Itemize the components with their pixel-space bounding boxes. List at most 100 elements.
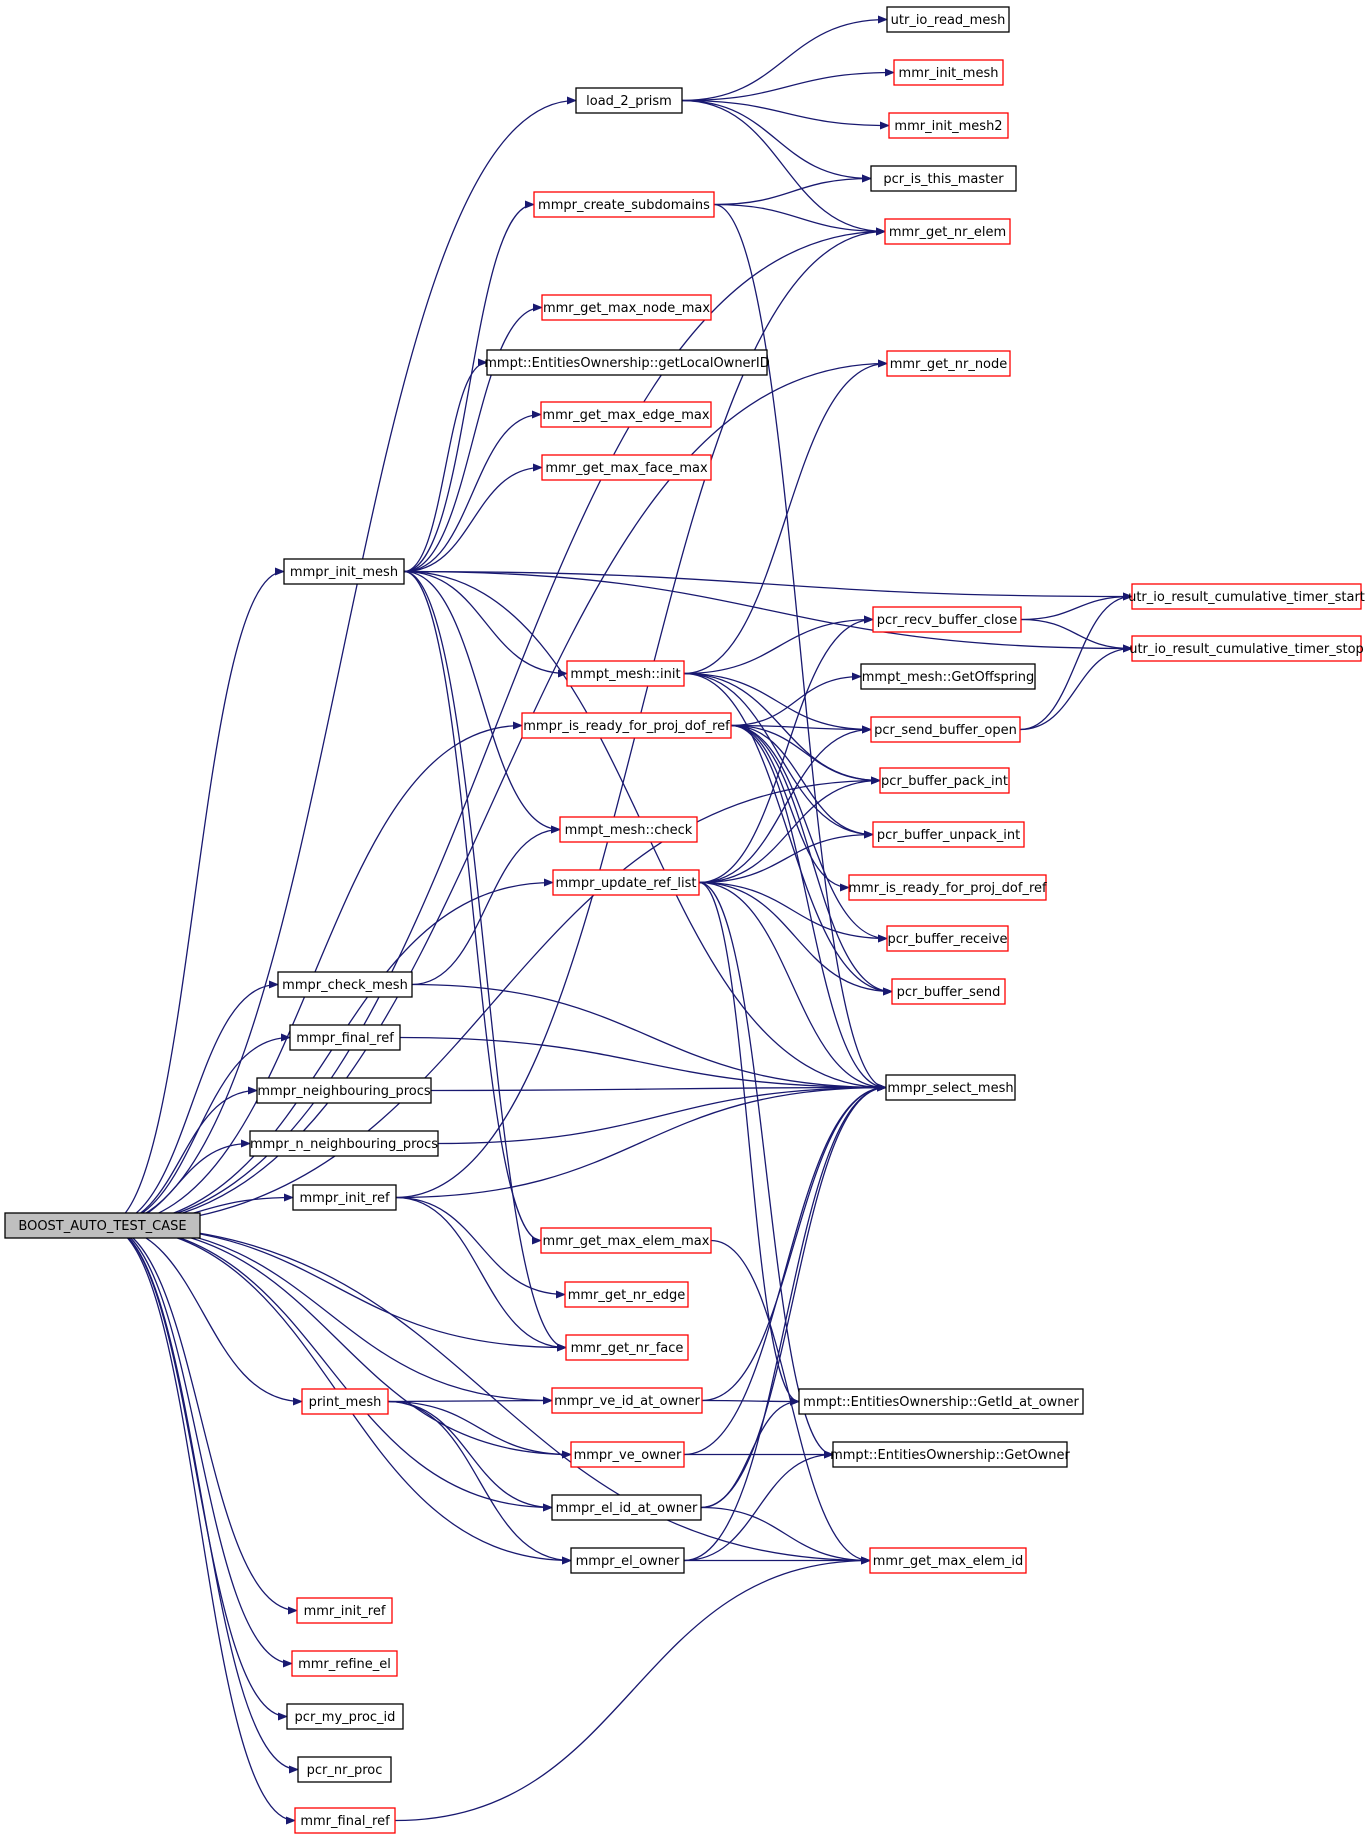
edge-mmpr_is_ready-to-pcr_send_buffer_open	[730, 724, 872, 734]
node-label: mmpt::EntitiesOwnership::GetOwner	[830, 1448, 1070, 1463]
node-box	[566, 660, 685, 687]
function-node[interactable]: mmr_final_ref	[294, 1807, 396, 1834]
function-node[interactable]: mmpr_check_mesh	[277, 971, 413, 998]
edge-load_2_prism-to-pcr_is_this_master	[681, 99, 872, 183]
node-label: mmr_get_nr_edge	[568, 1288, 686, 1303]
function-node[interactable]: load_2_prism	[575, 87, 683, 114]
node-box	[4, 1212, 201, 1239]
node-label: mmr_get_max_elem_id	[873, 1554, 1023, 1569]
function-node[interactable]: mmpr_el_id_at_owner	[551, 1494, 702, 1521]
function-node[interactable]: mmr_init_mesh	[893, 59, 1004, 86]
node-box	[886, 6, 1010, 33]
edge-mmpr_update_ref_list-to-pcr_buffer_pack_int	[698, 776, 881, 884]
node-box	[297, 1756, 392, 1783]
edge-load_2_prism-to-mmr_init_mesh	[681, 68, 895, 102]
edge-mmpr_init_mesh-to-mmr_get_max_elem_max	[403, 570, 542, 1245]
function-node[interactable]: mmr_get_nr_node	[886, 350, 1011, 377]
node-box	[551, 1494, 702, 1521]
edge-print_mesh-to-mmpr_el_owner	[387, 1400, 572, 1565]
function-node[interactable]: mmr_get_max_elem_max	[540, 1227, 712, 1254]
node-label: utr_io_result_cumulative_timer_start	[1128, 590, 1365, 605]
function-node[interactable]: pcr_is_this_master	[870, 165, 1017, 192]
function-node[interactable]: mmpr_create_subdomains	[533, 191, 715, 218]
function-node[interactable]: mmr_get_max_edge_max	[540, 401, 712, 428]
node-label: mmpr_is_ready_for_proj_dof_ref	[523, 719, 730, 734]
function-node[interactable]: print_mesh	[301, 1388, 389, 1415]
function-node[interactable]: pcr_buffer_pack_int	[879, 767, 1010, 794]
edge-pcr_recv_buffer_close-to-utr_timer_start	[1020, 592, 1133, 621]
node-box	[872, 606, 1022, 633]
function-node[interactable]: mmpr_init_mesh	[283, 558, 405, 585]
node-box	[893, 59, 1004, 86]
edge-pcr_send_buffer_open-to-utr_timer_stop	[1019, 644, 1133, 731]
function-node[interactable]: mmpr_ve_owner	[570, 1441, 685, 1468]
node-box	[872, 821, 1025, 848]
function-node[interactable]: pcr_buffer_send	[891, 978, 1006, 1005]
function-node[interactable]: utr_io_result_cumulative_timer_stop	[1129, 635, 1364, 662]
edge-root-to-mmr_refine_el	[104, 1224, 293, 1668]
function-node[interactable]: mmpr_n_neighbouring_procs	[249, 1130, 439, 1157]
function-node[interactable]: utr_io_read_mesh	[886, 6, 1010, 33]
function-node[interactable]: mmr_refine_el	[291, 1650, 398, 1677]
function-node[interactable]: mmr_init_mesh2	[888, 112, 1009, 139]
node-label: mmpr_init_ref	[299, 1191, 390, 1206]
node-box	[565, 1334, 689, 1361]
edge-mmpr_check_mesh-to-mmpr_select_mesh	[411, 983, 887, 1092]
function-node[interactable]: mmpt::EntitiesOwnership::GetId_at_owner	[798, 1388, 1084, 1415]
edge-mmpr_init_ref-to-mmpr_select_mesh	[395, 1083, 887, 1199]
node-box	[575, 87, 683, 114]
function-node[interactable]: mmpr_init_ref	[292, 1184, 397, 1211]
node-box	[885, 1074, 1016, 1101]
edge-mmpr_update_ref_list-to-pcr_buffer_receive	[698, 881, 888, 943]
function-node[interactable]: mmr_get_max_node_max	[541, 294, 712, 321]
root-node[interactable]: BOOST_AUTO_TEST_CASE	[4, 1212, 201, 1239]
function-node[interactable]: mmpr_update_ref_list	[552, 869, 700, 896]
node-label: mmpt::EntitiesOwnership::getLocalOwnerID	[484, 356, 770, 371]
node-box	[1131, 635, 1362, 662]
edge-root-to-mmpr_update_ref_list	[104, 878, 554, 1227]
edge-root-to-pcr_nr_proc	[104, 1224, 299, 1774]
edge-pcr_recv_buffer_close-to-utr_timer_stop	[1020, 618, 1133, 653]
node-label: mmpr_check_mesh	[282, 978, 408, 993]
function-node[interactable]: pcr_buffer_receive	[886, 925, 1009, 952]
function-node[interactable]: mmpt::EntitiesOwnership::GetOwner	[830, 1441, 1071, 1468]
function-node[interactable]: mmr_get_nr_edge	[564, 1281, 689, 1308]
function-node[interactable]: mmr_init_ref	[296, 1597, 393, 1624]
function-node[interactable]: pcr_nr_proc	[297, 1756, 392, 1783]
function-node[interactable]: mmpr_select_mesh	[885, 1074, 1016, 1101]
function-node[interactable]: mmpt::EntitiesOwnership::getLocalOwnerID	[484, 349, 770, 376]
node-box	[860, 663, 1036, 690]
function-node[interactable]: mmpr_final_ref	[289, 1024, 401, 1051]
function-node[interactable]: mmpr_el_owner	[570, 1547, 685, 1574]
node-label: mmpr_ve_id_at_owner	[554, 1394, 700, 1409]
function-node[interactable]: mmpr_is_ready_for_proj_dof_ref	[521, 712, 732, 739]
node-label: mmpr_final_ref	[296, 1031, 394, 1046]
function-node[interactable]: pcr_recv_buffer_close	[872, 606, 1022, 633]
edge-mmpr_init_mesh-to-mmr_get_max_edge_max	[403, 410, 542, 573]
edge-mmpr_is_ready-to-pcr_buffer_unpack_int	[730, 724, 874, 839]
function-node[interactable]: mmpt_mesh::check	[559, 816, 698, 843]
function-node[interactable]: mmpr_neighbouring_procs	[256, 1077, 432, 1104]
function-node[interactable]: mmr_get_nr_elem	[884, 218, 1011, 245]
node-label: mmr_get_nr_elem	[889, 225, 1006, 240]
function-node[interactable]: mmr_get_max_face_max	[541, 454, 712, 481]
function-node[interactable]: pcr_my_proc_id	[286, 1703, 404, 1730]
function-node[interactable]: utr_io_result_cumulative_timer_start	[1128, 583, 1365, 610]
node-label: mmpr_n_neighbouring_procs	[250, 1137, 438, 1152]
function-node[interactable]: pcr_send_buffer_open	[870, 716, 1021, 743]
edge-mmpr_create_subdomains-to-mmr_get_nr_elem	[713, 203, 886, 236]
function-node[interactable]: mmr_get_max_elem_id	[869, 1547, 1027, 1574]
function-node[interactable]: mmr_get_nr_face	[565, 1334, 689, 1361]
function-node[interactable]: mmpt_mesh::init	[566, 660, 685, 687]
edge-mmpr_ve_owner-to-mmpr_select_mesh	[683, 1083, 887, 1456]
function-node[interactable]: pcr_buffer_unpack_int	[872, 821, 1025, 848]
function-node[interactable]: mmr_is_ready_for_proj_dof_ref	[848, 874, 1047, 901]
node-label: pcr_is_this_master	[883, 172, 1004, 187]
node-label: mmr_init_ref	[304, 1604, 386, 1619]
edge-mmpr_ve_id_at_owner-to-GetId_at_owner	[701, 1397, 800, 1406]
node-label: mmr_get_max_face_max	[545, 461, 708, 476]
node-label: mmr_get_nr_node	[890, 357, 1008, 372]
function-node[interactable]: mmpt_mesh::GetOffspring	[860, 663, 1036, 690]
node-layer: BOOST_AUTO_TEST_CASE load_2_prism utr_io_r…	[4, 6, 1365, 1834]
function-node[interactable]: mmpr_ve_id_at_owner	[551, 1387, 703, 1414]
